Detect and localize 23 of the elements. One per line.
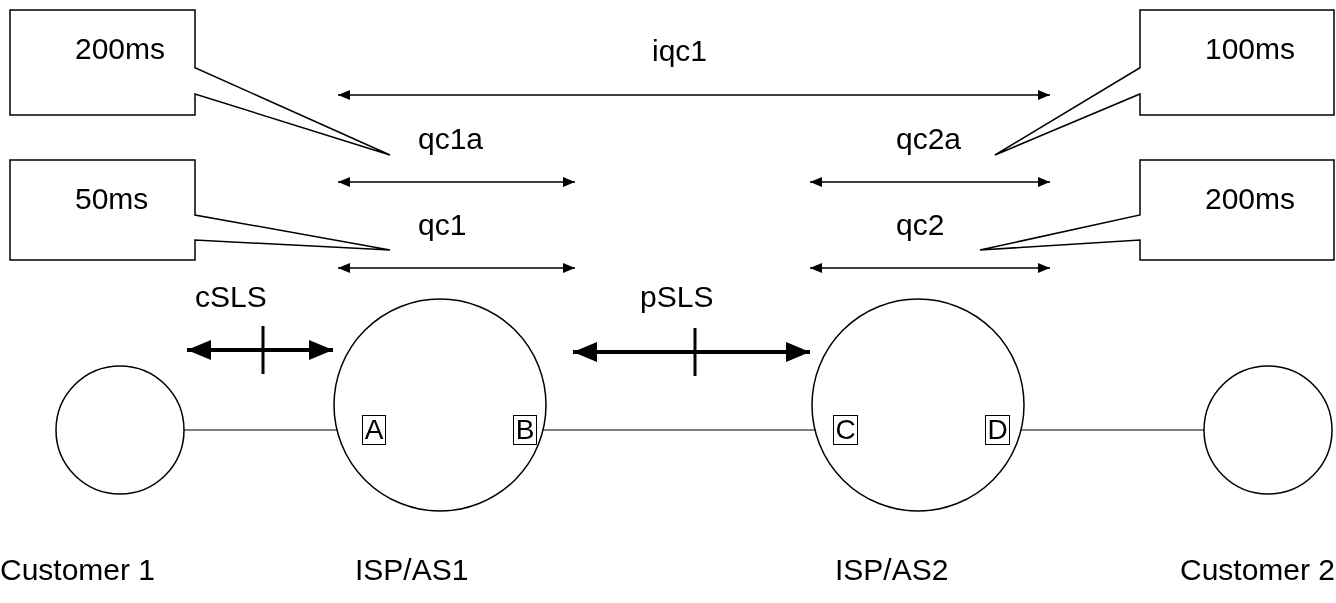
node-label: Customer 2	[1180, 555, 1336, 585]
arrow-label: qc2a	[896, 124, 962, 154]
node-label: Customer 1	[0, 555, 156, 585]
delay-value: 200ms	[75, 34, 166, 64]
callout-box	[995, 10, 1334, 155]
arrow-label: qc1	[418, 210, 467, 240]
node-label: ISP/AS2	[835, 555, 949, 585]
delay-value: 50ms	[75, 184, 149, 214]
callout-box	[10, 10, 390, 155]
arrow-label: qc1a	[418, 124, 484, 154]
callout-box	[980, 160, 1334, 260]
arrow-label: pSLS	[640, 282, 714, 312]
arrow-label: iqc1	[652, 36, 708, 66]
router-box: A	[362, 415, 386, 445]
router-box: C	[833, 415, 858, 445]
node-label: ISP/AS1	[355, 555, 469, 585]
router-box: D	[985, 415, 1010, 445]
arrow-label: cSLS	[195, 282, 267, 312]
delay-value: 200ms	[1205, 184, 1296, 214]
router-box: B	[513, 415, 537, 445]
arrow-label: qc2	[896, 210, 945, 240]
delay-value: 100ms	[1205, 34, 1296, 64]
callout-box	[10, 160, 390, 260]
